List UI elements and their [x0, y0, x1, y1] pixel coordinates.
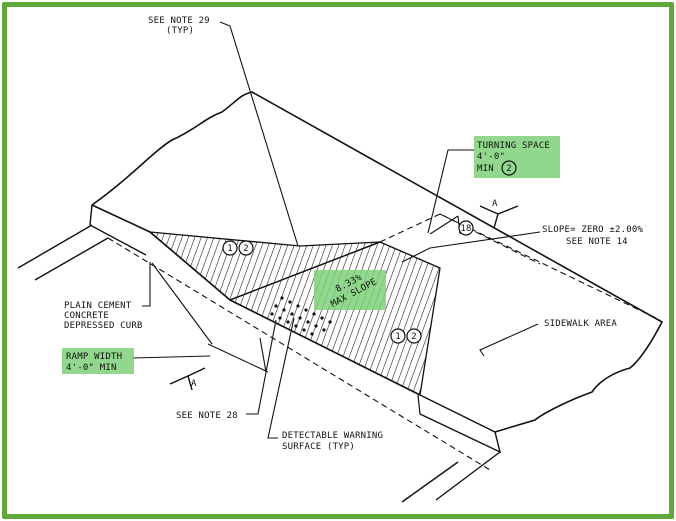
turning-space-dim-label: 4'-0": [477, 152, 505, 162]
turning-space-highlight: [474, 136, 560, 178]
sidewalk-slab: [91, 91, 664, 433]
detectable-warning-label: DETECTABLE WARNING: [282, 431, 383, 441]
turning-space-circle-marker: 2: [501, 160, 517, 176]
turning-space-dimension: [429, 215, 461, 235]
see-note-29-label: SEE NOTE 29: [148, 16, 210, 26]
detectable-surface-label: SURFACE (TYP): [282, 442, 355, 452]
road-line-left-1: [17, 224, 93, 269]
ramp-width-dimension: [151, 262, 269, 373]
circle-2-lower-text: 2: [411, 332, 417, 342]
turning-space-min-label: MIN: [477, 164, 494, 174]
curb-right-top: [419, 394, 502, 454]
max-slope-highlight: [314, 270, 386, 310]
section-a-bottom-mark: [169, 367, 206, 391]
leader-see-note-29: [219, 21, 299, 247]
leader-plain-cement: [142, 262, 151, 307]
see-note-29-typ-label: (TYP): [166, 26, 194, 36]
slope-note-label: SEE NOTE 14: [566, 237, 628, 247]
leader-turning-space: [427, 149, 474, 234]
ramp-width-min-label: 4'-0" MIN: [66, 363, 117, 373]
curb-face: [89, 204, 147, 256]
depressed-curb-label: DEPRESSED CURB: [64, 321, 143, 331]
ramp-width-highlight: [62, 348, 134, 374]
concrete-label: CONCRETE: [64, 311, 109, 321]
detectable-warning-dots: [270, 296, 332, 336]
road-line-right-2: [401, 461, 459, 503]
section-a-bottom-label: A: [191, 379, 197, 389]
section-a-top-mark: [479, 205, 519, 229]
leader-detectable: [267, 317, 295, 439]
sidewalk-area-label: SIDEWALK AREA: [544, 319, 617, 329]
plain-cement-label: PLAIN CEMENT: [64, 301, 132, 311]
leader-see-note-28: [246, 319, 277, 415]
turning-space-label: TURNING SPACE: [477, 141, 550, 151]
ramp-circle-markers-upper: 1 2: [222, 240, 254, 256]
leader-ramp-width: [131, 355, 211, 359]
circle-2-upper-text: 2: [243, 244, 249, 254]
leader-sidewalk: [479, 323, 539, 357]
road-line-left-2: [34, 237, 109, 281]
see-note-28-label: SEE NOTE 28: [176, 411, 238, 421]
turning-space-circle-text: 2: [506, 164, 512, 174]
curb-top-edge: [91, 204, 151, 233]
ramp-bottom-edge: [149, 231, 421, 396]
slope-label: SLOPE= ZERO ±2.00%: [542, 225, 644, 235]
section-a-top-label: A: [492, 199, 498, 209]
circle-1-lower-text: 1: [395, 332, 401, 342]
road-line-right-1: [435, 451, 501, 501]
note-18-text: 18: [460, 224, 471, 234]
ramp-circle-markers-lower: 1 2: [390, 328, 422, 344]
note-18-marker: 18: [458, 220, 474, 236]
leader-slope: [401, 231, 541, 263]
ramp-width-label: RAMP WIDTH: [66, 352, 122, 362]
circle-1-upper-text: 1: [227, 244, 233, 254]
gutter-dashed-line: [107, 237, 491, 471]
curb-right-edge: [417, 394, 421, 415]
